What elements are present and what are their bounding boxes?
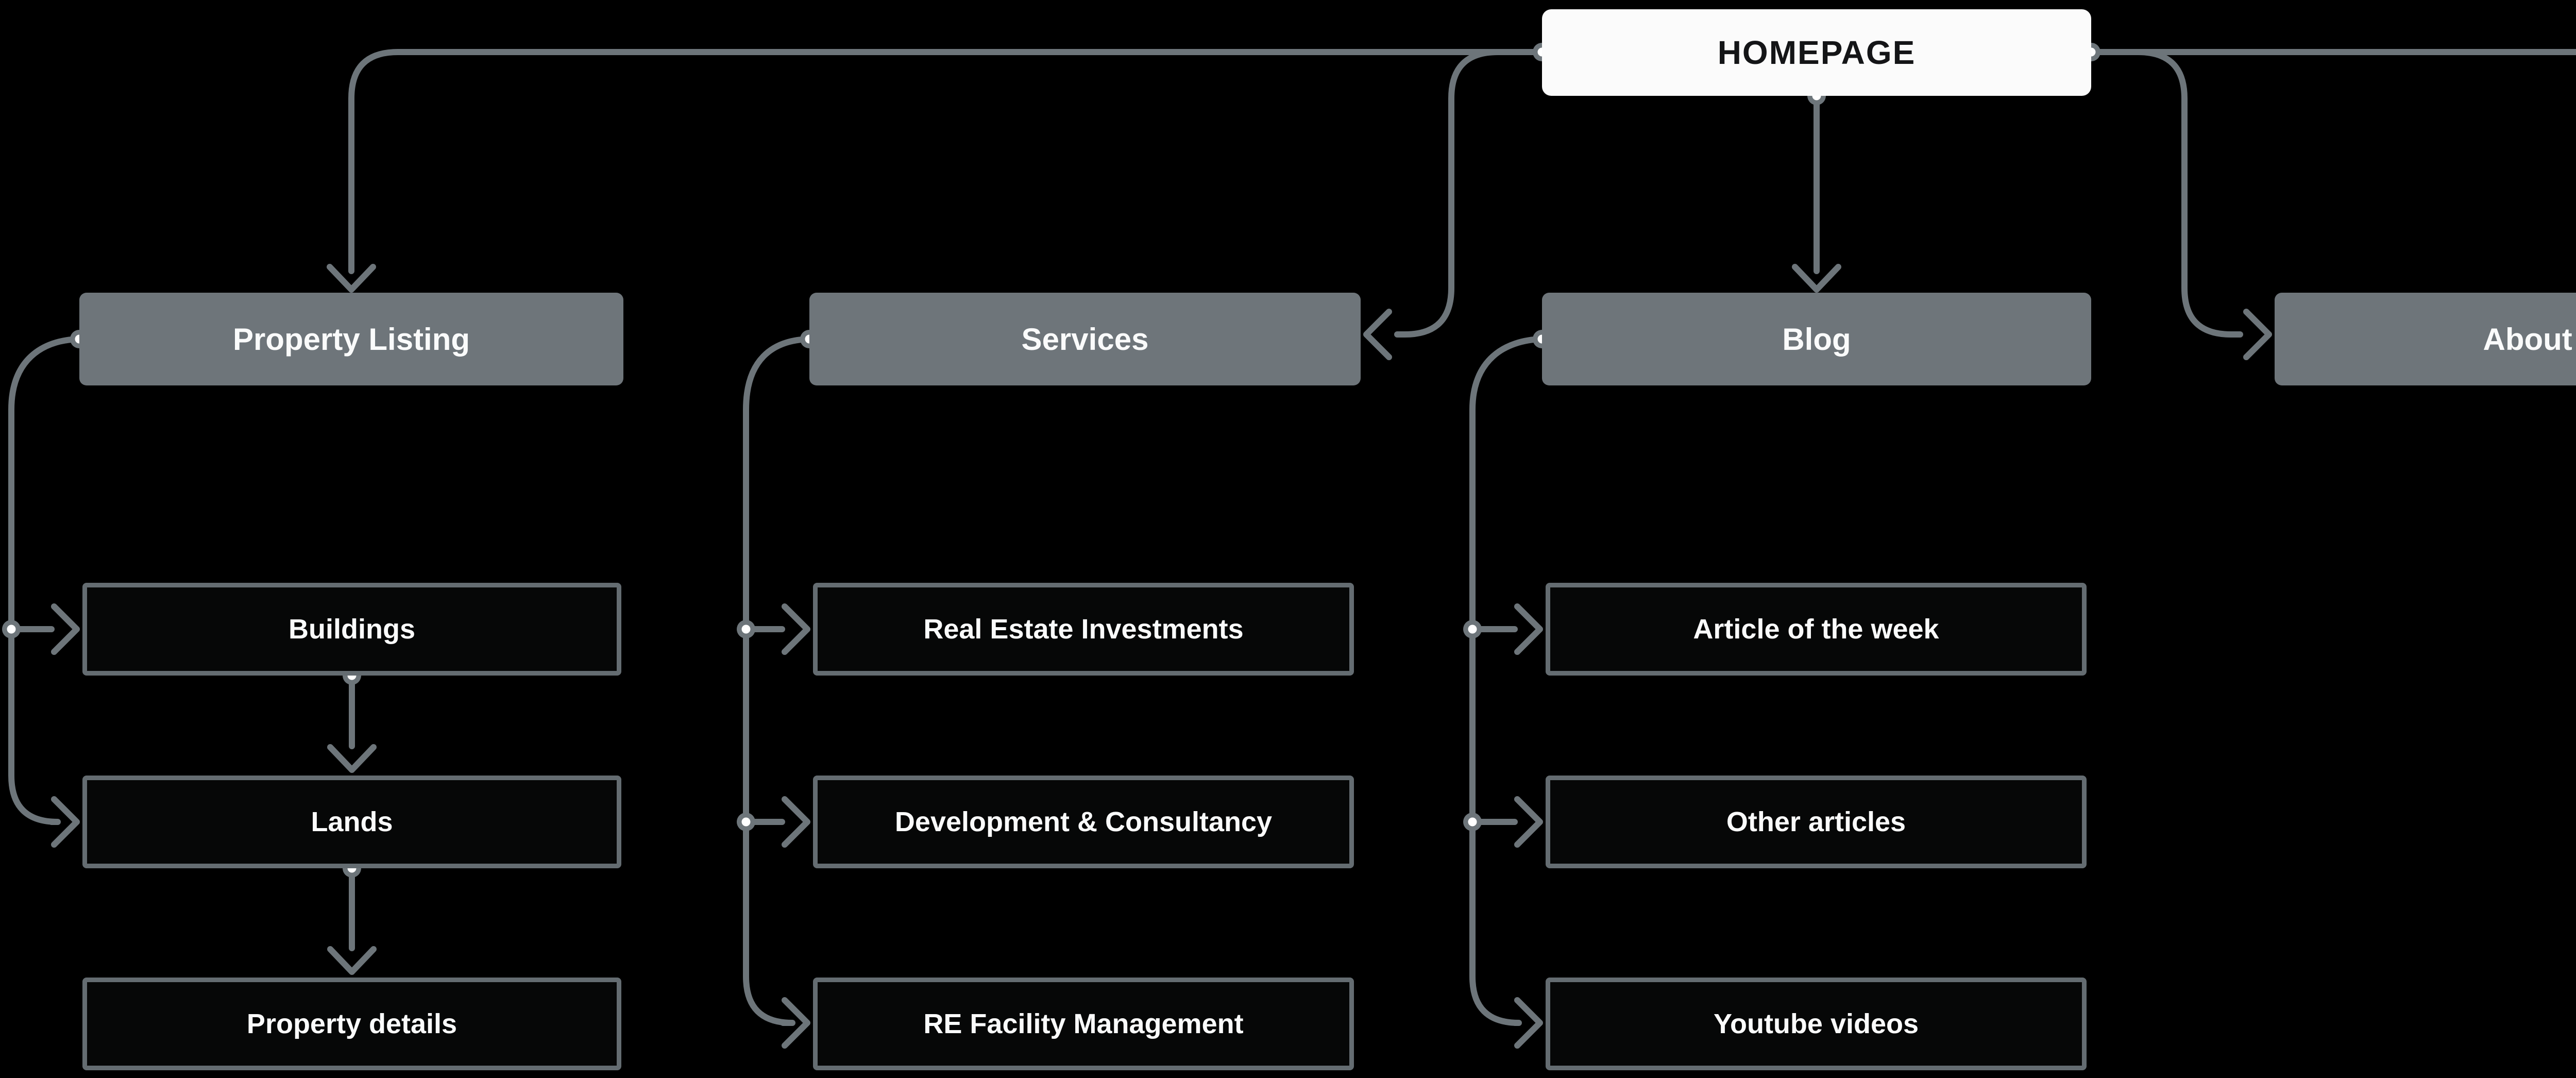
node-other-articles-label: Other articles	[1726, 806, 1906, 837]
node-article-of-the-week-label: Article of the week	[1693, 614, 1939, 645]
node-real-estate-investments[interactable]: Real Estate Investments	[813, 583, 1354, 676]
node-about-us-label: About us	[2483, 322, 2576, 357]
arrowhead-down-property-listing	[327, 264, 376, 293]
node-buildings[interactable]: Buildings	[82, 583, 621, 676]
arrowhead-right-lands	[51, 796, 80, 848]
node-real-estate-investments-label: Real Estate Investments	[923, 614, 1244, 645]
arrowhead-right-youtube-videos	[1514, 997, 1543, 1049]
junction-dot-rail-development-consultancy	[737, 813, 755, 831]
node-article-of-the-week[interactable]: Article of the week	[1546, 583, 2087, 676]
arrowhead-right-article-of-the-week	[1514, 603, 1543, 655]
junction-dot-rail-other-articles	[1463, 813, 1482, 831]
node-youtube-videos[interactable]: Youtube videos	[1546, 978, 2087, 1070]
node-lands-label: Lands	[311, 806, 393, 837]
node-property-listing[interactable]: Property Listing	[79, 293, 623, 385]
arrowhead-right-about-us	[2243, 309, 2272, 360]
arrowhead-down-property-details	[327, 946, 377, 975]
edge-homepage-contact-us	[2088, 49, 2576, 55]
node-youtube-videos-label: Youtube videos	[1713, 1008, 1919, 1039]
node-property-details[interactable]: Property details	[82, 978, 621, 1070]
arrowhead-down-blog	[1792, 264, 1841, 293]
arrowhead-right-real-estate-investments	[782, 603, 810, 655]
node-development-consultancy-label: Development & Consultancy	[894, 806, 1273, 837]
junction-dot-rail-article-of-the-week	[1463, 620, 1482, 638]
edge-homepage-about-us	[2088, 49, 2243, 338]
junction-dot-rail-real-estate-investments	[737, 620, 755, 638]
edge-homepage-services	[1394, 49, 1545, 338]
arrowhead-right-development-consultancy	[782, 796, 810, 848]
node-re-facility-management-label: RE Facility Management	[923, 1008, 1244, 1039]
edge-services-rail	[743, 336, 812, 1026]
node-homepage-label: HOMEPAGE	[1717, 34, 1916, 71]
junction-dot-rail-buildings	[2, 620, 21, 638]
node-property-details-label: Property details	[246, 1008, 457, 1039]
arrowhead-right-buildings	[51, 603, 80, 655]
node-homepage[interactable]: HOMEPAGE	[1542, 9, 2091, 96]
arrowhead-right-re-facility-management	[782, 997, 810, 1049]
node-blog[interactable]: Blog	[1542, 293, 2091, 385]
arrowhead-left-services	[1363, 309, 1392, 360]
node-lands[interactable]: Lands	[82, 776, 621, 868]
node-about-us[interactable]: About us	[2275, 293, 2576, 385]
edge-homepage-property-listing	[348, 49, 1545, 274]
edge-property-listing-rail	[8, 336, 82, 825]
node-buildings-label: Buildings	[289, 614, 415, 645]
node-re-facility-management[interactable]: RE Facility Management	[813, 978, 1354, 1070]
edge-blog-rail	[1469, 336, 1545, 1026]
node-other-articles[interactable]: Other articles	[1546, 776, 2087, 868]
node-services[interactable]: Services	[809, 293, 1361, 385]
arrowhead-right-other-articles	[1514, 796, 1543, 848]
node-services-label: Services	[1021, 322, 1149, 357]
arrowhead-down-lands	[327, 744, 377, 773]
node-property-listing-label: Property Listing	[232, 322, 470, 357]
node-development-consultancy[interactable]: Development & Consultancy	[813, 776, 1354, 868]
node-blog-label: Blog	[1782, 322, 1851, 357]
